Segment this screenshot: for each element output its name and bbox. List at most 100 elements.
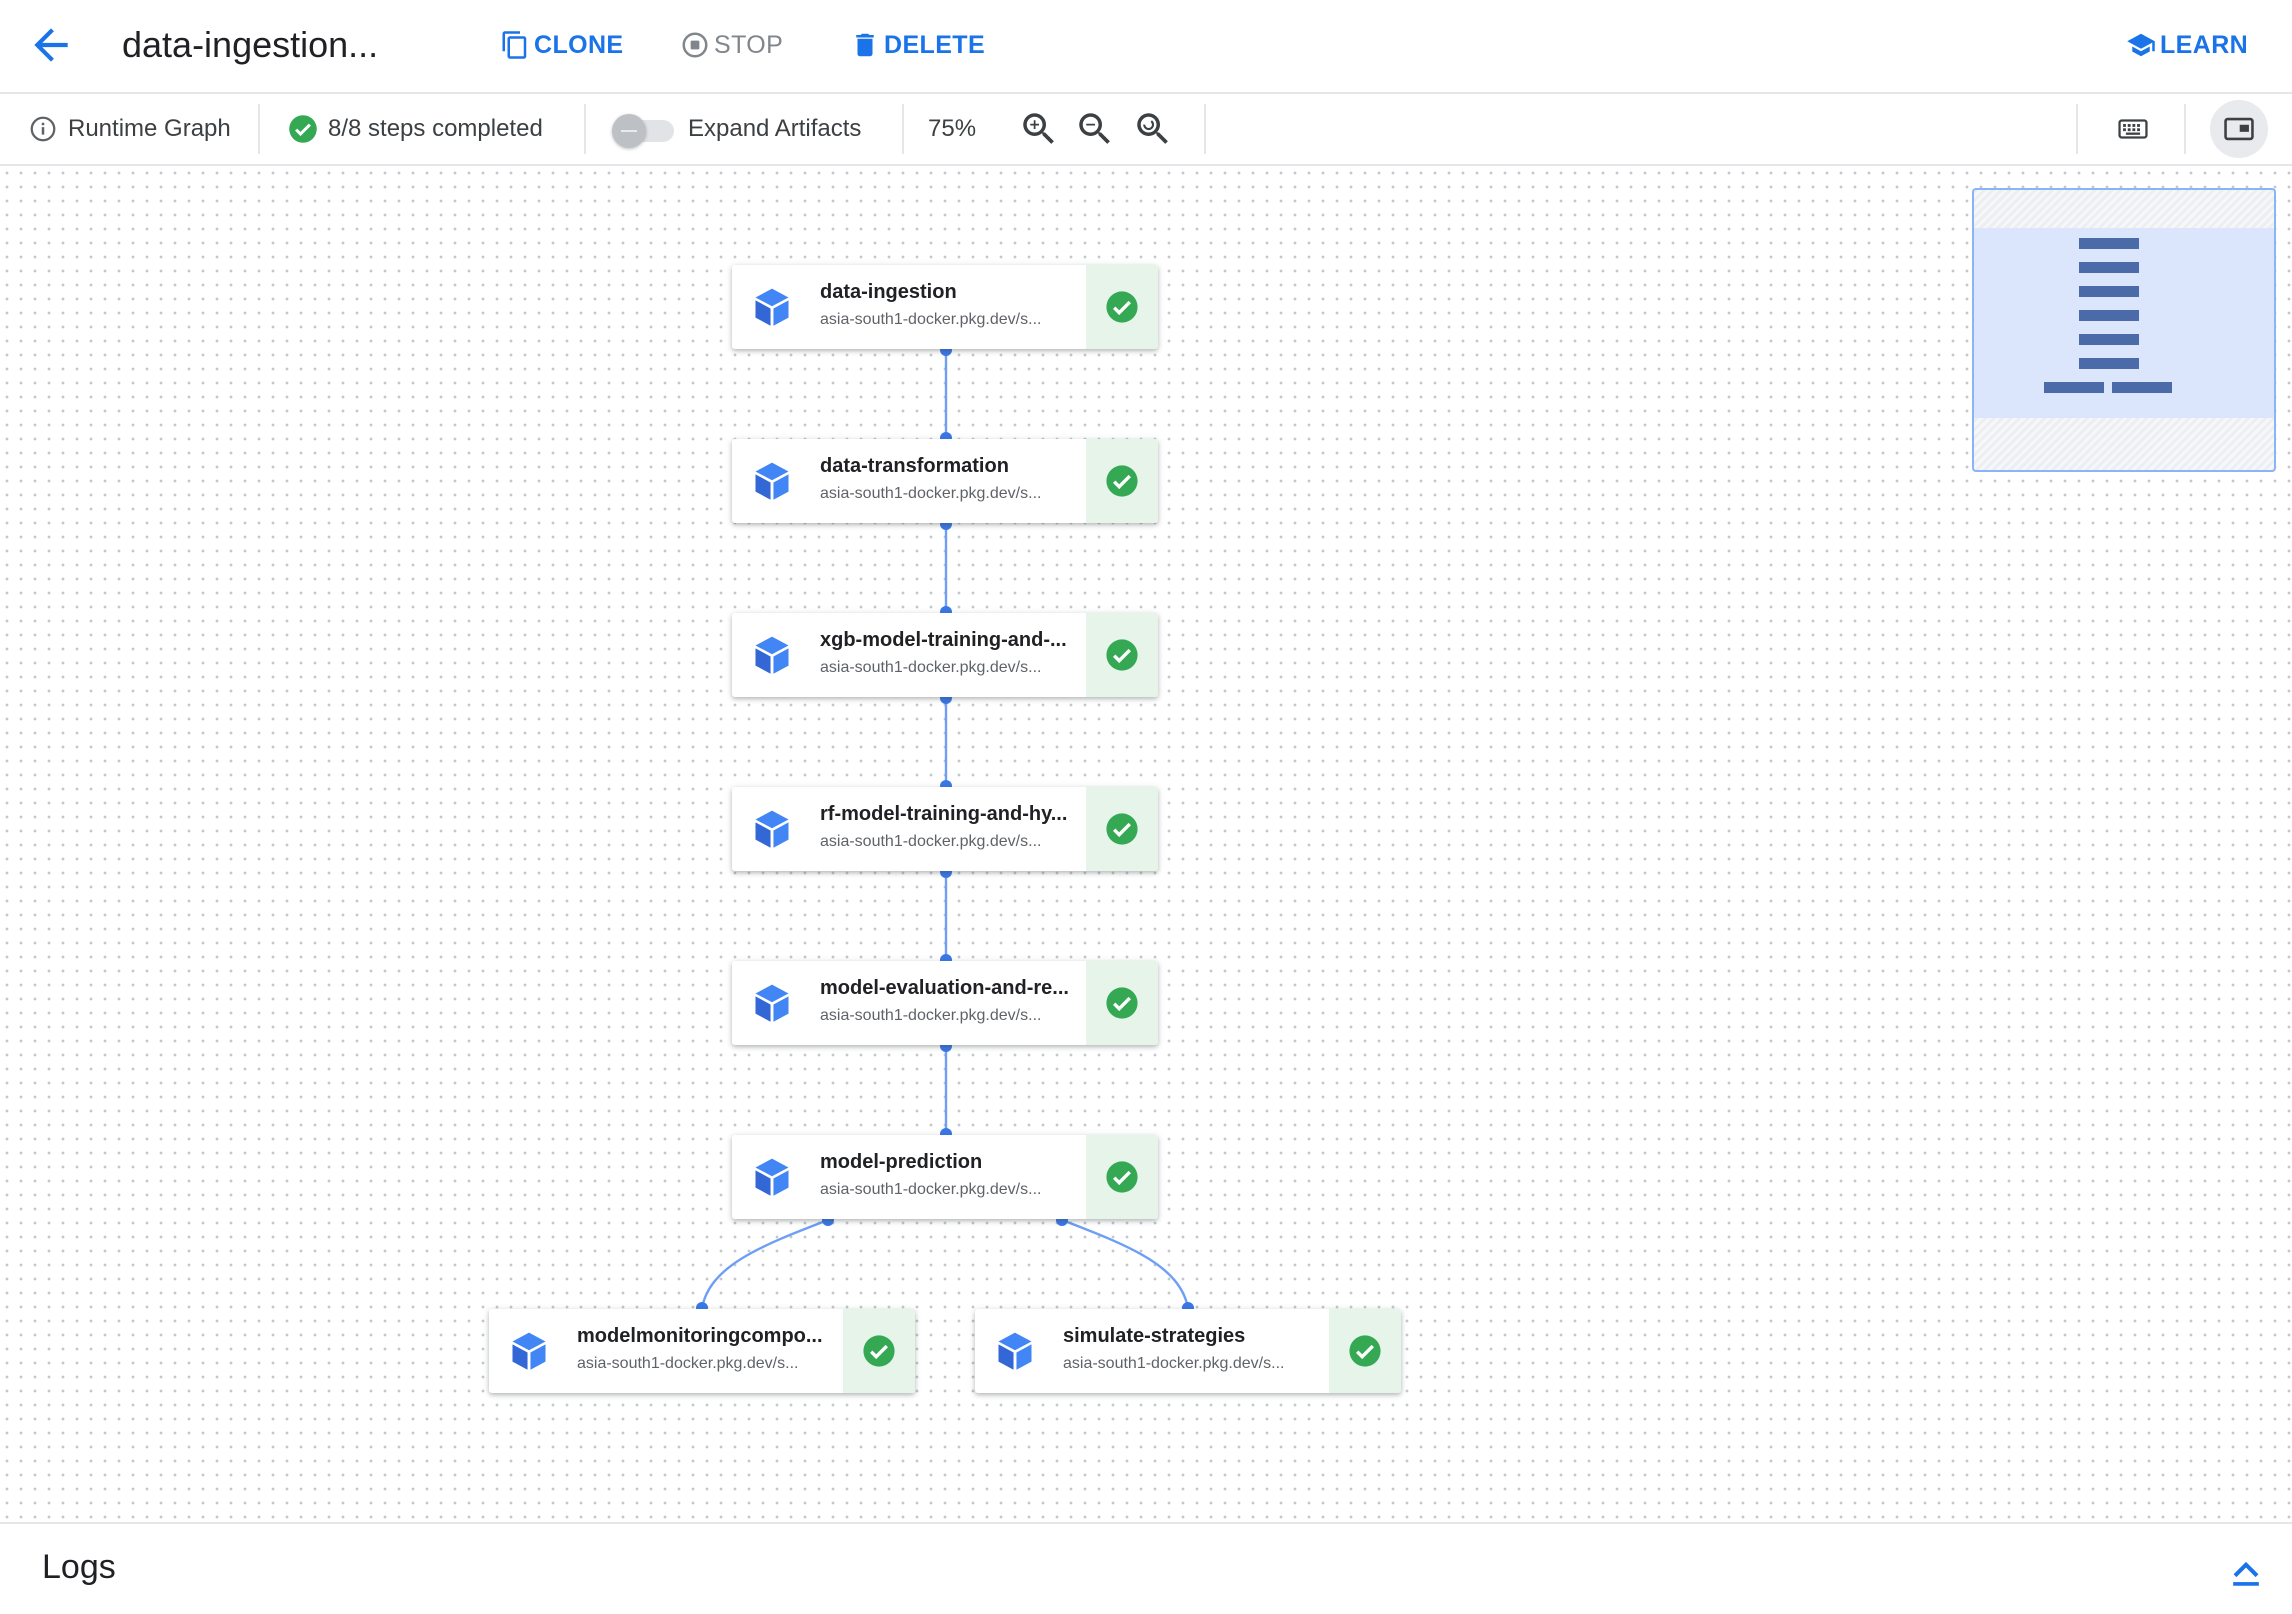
logs-title: Logs <box>42 1548 116 1586</box>
pipeline-node-model-evaluation[interactable]: model-evaluation-and-re... asia-south1-d… <box>732 961 1158 1045</box>
learn-button[interactable]: LEARN <box>2126 20 2248 70</box>
zoom-out-icon[interactable] <box>1074 108 1116 150</box>
node-image-uri: asia-south1-docker.pkg.dev/s... <box>820 485 1042 502</box>
node-status-success <box>1086 439 1158 523</box>
component-cube-icon <box>755 288 789 326</box>
check-circle-icon <box>1106 465 1138 497</box>
node-image-uri: asia-south1-docker.pkg.dev/s... <box>820 833 1042 850</box>
node-name: simulate-strategies <box>1063 1325 1246 1347</box>
node-name: model-evaluation-and-re... <box>820 977 1069 999</box>
expand-artifacts-control: Expand Artifacts <box>612 94 861 164</box>
graph-toolbar: Runtime Graph 8/8 steps completed Expand… <box>0 94 2292 166</box>
logs-panel: Logs <box>0 1522 2292 1614</box>
node-status-success <box>1086 1135 1158 1219</box>
stop-label: STOP <box>714 30 784 59</box>
pipeline-node-data-ingestion[interactable]: data-ingestion asia-south1-docker.pkg.de… <box>732 265 1158 349</box>
info-icon <box>30 116 56 142</box>
divider <box>2184 104 2186 154</box>
pipeline-node-model-prediction[interactable]: model-prediction asia-south1-docker.pkg.… <box>732 1135 1158 1219</box>
delete-button[interactable]: DELETE <box>850 20 985 70</box>
node-status-success <box>1086 961 1158 1045</box>
minimap-node <box>2044 382 2104 393</box>
toggle-knob <box>612 114 646 148</box>
learn-label: LEARN <box>2160 30 2249 59</box>
check-circle-icon <box>1106 639 1138 671</box>
node-image-uri: asia-south1-docker.pkg.dev/s... <box>577 1355 799 1372</box>
node-name: rf-model-training-and-hy... <box>820 803 1068 825</box>
copy-icon <box>502 31 527 59</box>
runtime-graph-label: Runtime Graph <box>68 115 231 142</box>
check-circle-icon <box>863 1335 895 1367</box>
minimap-node <box>2079 286 2139 297</box>
check-circle-icon <box>1349 1335 1381 1367</box>
node-status-success <box>1086 787 1158 871</box>
node-name: data-ingestion <box>820 281 957 303</box>
page-header: data-ingestion... CLONE STOP DELETE LEAR… <box>0 0 2292 94</box>
node-name: data-transformation <box>820 455 1009 477</box>
page-title: data-ingestion... <box>122 24 379 65</box>
stop-circle-icon <box>682 32 708 58</box>
component-cube-icon <box>755 636 789 674</box>
expand-artifacts-label: Expand Artifacts <box>688 115 862 142</box>
minimap-node <box>2079 310 2139 321</box>
component-cube-icon <box>998 1332 1032 1370</box>
reset-zoom-icon[interactable] <box>1132 108 1174 150</box>
zoom-in-icon[interactable] <box>1018 108 1060 150</box>
delete-label: DELETE <box>884 30 986 59</box>
node-name: model-prediction <box>820 1151 983 1173</box>
component-cube-icon <box>755 462 789 500</box>
node-name: xgb-model-training-and-... <box>820 629 1067 651</box>
keyboard-icon <box>2118 119 2148 139</box>
stop-button[interactable]: STOP <box>680 20 783 70</box>
divider <box>2076 104 2078 154</box>
divider <box>584 104 586 154</box>
divider <box>902 104 904 154</box>
component-cube-icon <box>755 810 789 848</box>
clone-button[interactable]: CLONE <box>500 20 624 70</box>
zoom-level: 75% <box>928 115 977 142</box>
minimap-node <box>2079 262 2139 273</box>
keyboard-shortcuts-button[interactable] <box>2104 100 2162 158</box>
trash-icon <box>856 33 874 57</box>
clone-label: CLONE <box>534 30 624 59</box>
expand-up-icon[interactable] <box>2224 1550 2268 1594</box>
check-circle-icon <box>1106 291 1138 323</box>
node-status-success <box>843 1309 915 1393</box>
node-image-uri: asia-south1-docker.pkg.dev/s... <box>820 1007 1042 1024</box>
steps-status: 8/8 steps completed <box>288 94 543 164</box>
pipeline-node-data-transformation[interactable]: data-transformation asia-south1-docker.p… <box>732 439 1158 523</box>
node-name: modelmonitoringcompo... <box>577 1325 823 1347</box>
picture-in-picture-icon <box>2224 117 2254 141</box>
expand-artifacts-toggle[interactable] <box>612 114 678 148</box>
school-icon <box>2127 33 2155 57</box>
component-cube-icon <box>512 1332 546 1370</box>
node-image-uri: asia-south1-docker.pkg.dev/s... <box>1063 1355 1285 1372</box>
pipeline-node-xgb-model-training[interactable]: xgb-model-training-and-... asia-south1-d… <box>732 613 1158 697</box>
pipeline-graph-canvas[interactable]: data-ingestion asia-south1-docker.pkg.de… <box>0 166 2292 1522</box>
node-image-uri: asia-south1-docker.pkg.dev/s... <box>820 659 1042 676</box>
divider <box>1204 104 1206 154</box>
graph-minimap[interactable] <box>1972 188 2276 472</box>
node-image-uri: asia-south1-docker.pkg.dev/s... <box>820 1181 1042 1198</box>
check-circle-icon <box>1106 987 1138 1019</box>
node-status-success <box>1086 265 1158 349</box>
pipeline-node-model-monitoring[interactable]: modelmonitoringcompo... asia-south1-dock… <box>489 1309 915 1393</box>
pipeline-node-simulate-strategies[interactable]: simulate-strategies asia-south1-docker.p… <box>975 1309 1401 1393</box>
pipeline-node-rf-model-training[interactable]: rf-model-training-and-hy... asia-south1-… <box>732 787 1158 871</box>
runtime-graph-info[interactable]: Runtime Graph <box>28 94 231 164</box>
back-arrow-icon[interactable] <box>26 20 76 70</box>
minimap-node <box>2079 358 2139 369</box>
check-circle-icon <box>1106 1161 1138 1193</box>
minimap-node <box>2079 334 2139 345</box>
check-circle-icon <box>1106 813 1138 845</box>
minimap-toggle-button[interactable] <box>2210 100 2268 158</box>
node-image-uri: asia-south1-docker.pkg.dev/s... <box>820 311 1042 328</box>
check-circle-icon <box>289 115 317 143</box>
minimap-node <box>2079 238 2139 249</box>
divider <box>258 104 260 154</box>
node-status-success <box>1329 1309 1401 1393</box>
steps-status-text: 8/8 steps completed <box>328 115 543 142</box>
minimap-node <box>2112 382 2172 393</box>
component-cube-icon <box>755 984 789 1022</box>
node-status-success <box>1086 613 1158 697</box>
